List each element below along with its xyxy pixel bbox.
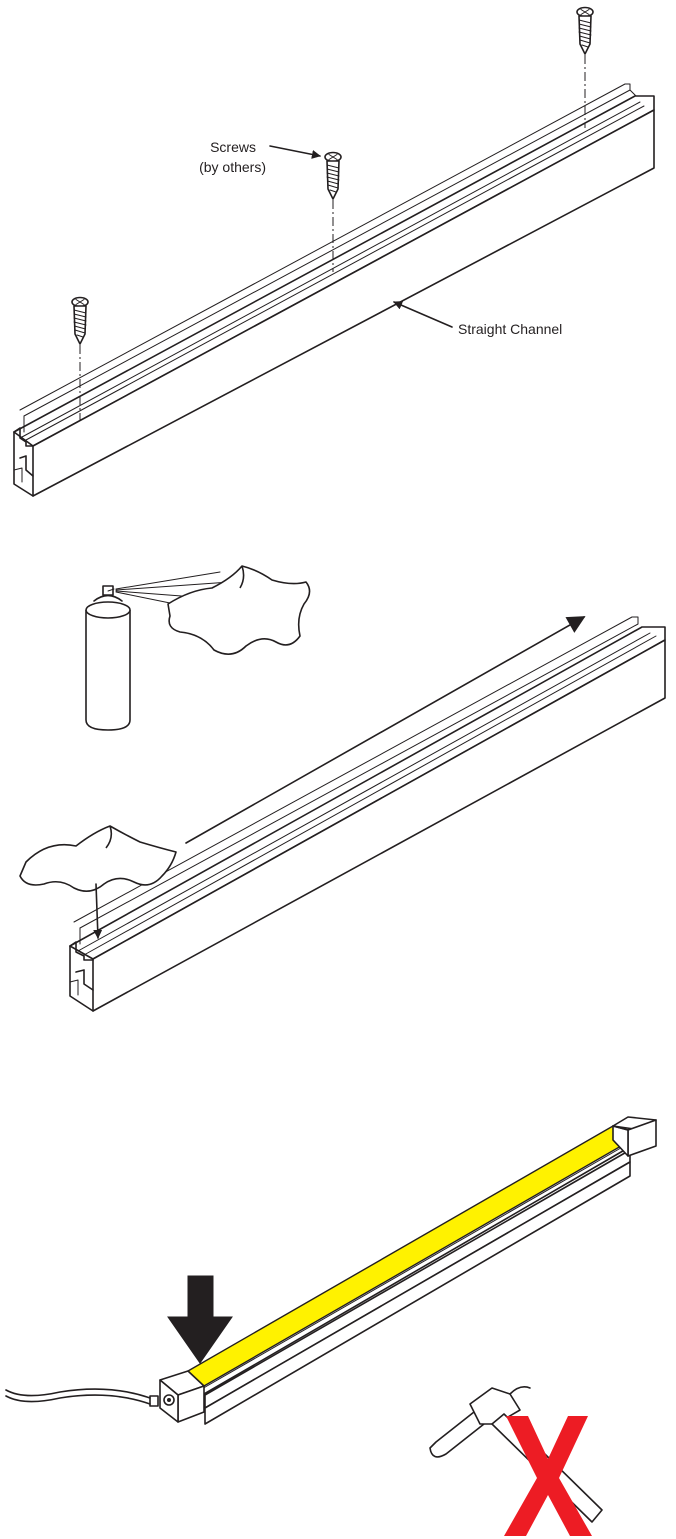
push-down-arrow-icon [167, 1275, 233, 1364]
cloth-icon [167, 565, 311, 655]
screw-middle [324, 151, 342, 272]
straight-channel-leader-arrow [393, 301, 453, 328]
no-hammer-warning [429, 1386, 603, 1536]
step-3-install-led [5, 1116, 657, 1425]
straight-channel-2 [69, 616, 666, 1012]
power-cable [5, 1388, 151, 1399]
end-cap-left [149, 1370, 205, 1423]
hammer-icon [429, 1386, 603, 1523]
spray-can-icon [85, 585, 131, 731]
prohibited-x-icon [504, 1416, 592, 1536]
step-2-clean-channel [19, 565, 666, 1012]
led-strip [187, 1125, 629, 1387]
wipe-into-channel-arrow [93, 883, 103, 939]
straight-channel-label: Straight Channel [458, 321, 562, 337]
wipe-direction-arrow [185, 616, 586, 844]
screw-right [576, 6, 594, 128]
step-1-mount-channel: Screws (by others) Straight Channel [13, 6, 655, 497]
straight-channel-1 [13, 83, 655, 497]
cloth-icon [19, 825, 177, 892]
screw-icon [324, 151, 342, 200]
screw-icon [71, 296, 89, 345]
screws-label: Screws [210, 139, 256, 155]
end-cap-right [612, 1116, 657, 1157]
screw-icon [576, 6, 594, 55]
screw-left [71, 296, 89, 420]
straight-channel-3 [195, 1134, 631, 1425]
screws-label-sub: (by others) [199, 159, 266, 175]
screws-leader-arrow [269, 145, 321, 159]
